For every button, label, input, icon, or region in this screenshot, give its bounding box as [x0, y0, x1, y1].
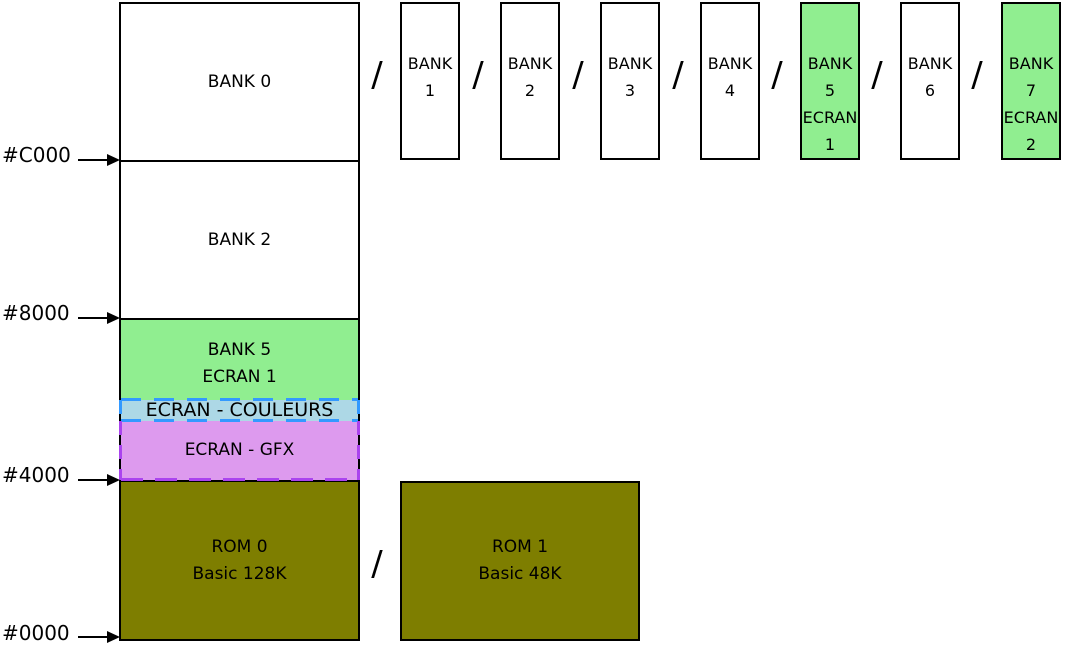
- rom0-label: ROM 0: [211, 536, 268, 557]
- ecran-couleurs-region: ECRAN - COULEURS: [121, 400, 358, 421]
- couleurs-bottom-dashed-line: [121, 419, 358, 422]
- alt-bank-box-3: BANK 3: [600, 2, 660, 160]
- x4000-line: [121, 480, 358, 482]
- or-separator: /: [771, 55, 783, 95]
- address-label-c000: #C000: [2, 143, 71, 167]
- alt-bank-box-4: BANK 4: [700, 2, 760, 160]
- or-separator: /: [971, 55, 983, 95]
- bank-number: 3: [624, 81, 636, 100]
- ecran-gfx-region: ECRAN - GFX: [121, 421, 358, 480]
- bank5-label: BANK 5: [207, 340, 272, 360]
- address-label-4000: #4000: [2, 463, 70, 487]
- rom0-region: ROM 0 Basic 128K: [121, 482, 358, 639]
- couleurs-left-dashed-line: [119, 400, 122, 421]
- or-separator: /: [572, 55, 584, 95]
- rom1-label: ROM 1: [491, 537, 549, 557]
- bank-number: 6: [924, 81, 936, 100]
- bank-name: BANK: [907, 54, 953, 73]
- address-label-8000: #8000: [2, 301, 70, 325]
- bank-name: BANK: [707, 54, 753, 73]
- x8000-line: [121, 318, 358, 320]
- x8000-arrow-icon: [78, 312, 120, 324]
- bank-name: BANK: [407, 54, 453, 73]
- alt-bank-box-2: BANK 2: [500, 2, 560, 160]
- alt-bank-box-5-ecran-1: BANK 5 ECRAN 1: [800, 2, 860, 160]
- bank0-region: BANK 0: [121, 4, 358, 160]
- address-label-0000: #0000: [2, 621, 70, 645]
- c000-line: [121, 160, 358, 162]
- bank-ecran-number: 2: [1025, 135, 1037, 154]
- bank-number: 4: [724, 81, 736, 100]
- bank-name: BANK: [1008, 54, 1054, 73]
- bank-number: 1: [424, 81, 436, 100]
- or-separator: /: [371, 544, 383, 584]
- alt-bank-box-1: BANK 1: [400, 2, 460, 160]
- bank-ecran-label: ECRAN: [1003, 108, 1059, 127]
- bank-number: 7: [1025, 81, 1037, 100]
- x0000-arrow-icon: [78, 631, 120, 643]
- gfx-left-dashed-line: [119, 421, 122, 480]
- bank-number: 5: [824, 81, 836, 100]
- main-memory-column: BANK 0 BANK 2 BANK 5 ECRAN 1 ECRAN - COU…: [119, 2, 360, 641]
- bank-name: BANK: [607, 54, 653, 73]
- bank-name: BANK: [807, 54, 853, 73]
- bank2-label: BANK 2: [207, 229, 272, 250]
- bank-ecran-number: 1: [824, 135, 836, 154]
- rom1-sublabel: Basic 48K: [478, 564, 562, 584]
- x4000-arrow-icon: [78, 474, 120, 486]
- gfx-bottom-dashed-line: [121, 478, 358, 481]
- bank-ecran-label: ECRAN: [802, 108, 858, 127]
- rom0-sublabel: Basic 128K: [192, 563, 287, 584]
- couleurs-top-dashed-line: [121, 398, 358, 401]
- bank5-ecran1-region: BANK 5 ECRAN 1: [121, 320, 358, 400]
- or-separator: /: [871, 55, 883, 95]
- rom1-box: ROM 1 Basic 48K: [400, 481, 640, 641]
- gfx-right-dashed-line: [357, 421, 360, 480]
- c000-arrow-icon: [78, 154, 120, 166]
- alt-bank-box-6: BANK 6: [900, 2, 960, 160]
- bank-number: 2: [524, 81, 536, 100]
- bank-name: BANK: [507, 54, 553, 73]
- ecran-couleurs-label: ECRAN - COULEURS: [145, 399, 334, 421]
- alt-bank-box-7-ecran-2: BANK 7 ECRAN 2: [1001, 2, 1061, 160]
- ecran1-label: ECRAN 1: [202, 367, 277, 387]
- couleurs-right-dashed-line: [357, 400, 360, 421]
- ecran-gfx-label: ECRAN - GFX: [184, 440, 295, 460]
- or-separator: /: [672, 55, 684, 95]
- bank2-region: BANK 2: [121, 162, 358, 318]
- or-separator: /: [472, 55, 484, 95]
- or-separator: /: [371, 55, 383, 95]
- bank0-label: BANK 0: [207, 71, 272, 92]
